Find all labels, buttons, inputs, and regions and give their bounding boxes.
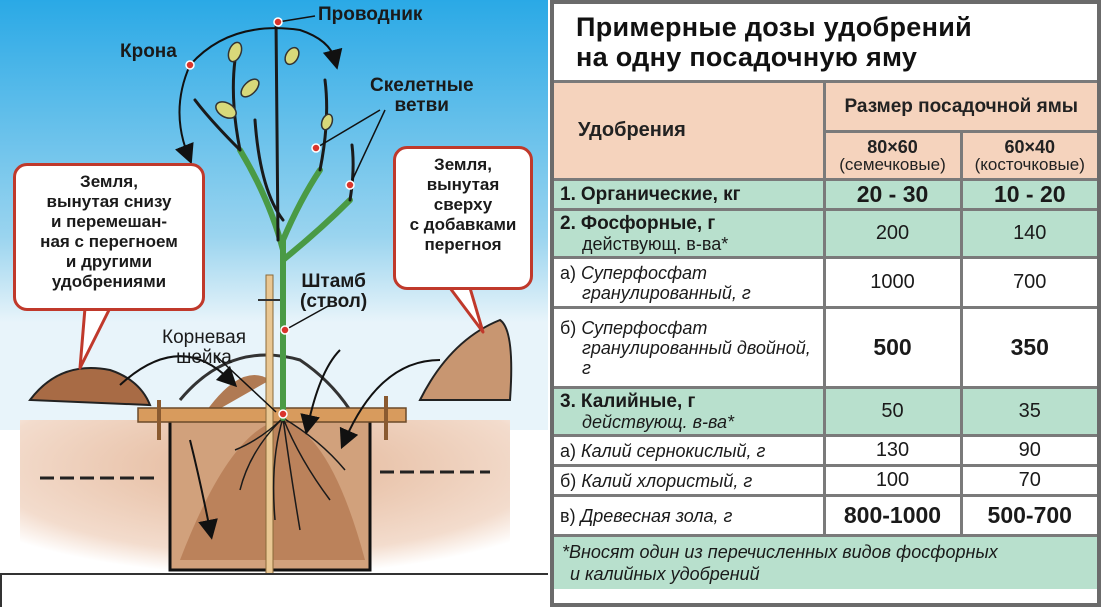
value-stone: 140 bbox=[959, 208, 1097, 259]
table-title: Примерные дозы удобрений на одну посадоч… bbox=[576, 12, 972, 72]
fertilizer-table: Удобрения Размер посадочной ямы 80×60 (с… bbox=[554, 80, 1097, 589]
header-col-stone: 60×40 (косточковые) bbox=[959, 130, 1097, 181]
row-label: б) Калий хлористый, г bbox=[554, 464, 826, 497]
right-soil-mound bbox=[418, 318, 513, 401]
callout-bottom-soil: Земля, вынутая снизу и перемешан- ная с … bbox=[13, 163, 205, 311]
value-stone: 500-700 bbox=[959, 494, 1097, 537]
value-pome: 20 - 30 bbox=[822, 178, 963, 211]
fertilizer-panel: Примерные дозы удобрений на одну посадоч… bbox=[550, 0, 1101, 607]
label-crown: Крона bbox=[120, 41, 177, 62]
row-label: в) Древесная зола, г bbox=[554, 494, 826, 537]
value-stone: 90 bbox=[959, 434, 1097, 467]
value-pome: 200 bbox=[822, 208, 963, 259]
label-trunk: Штамб (ствол) bbox=[300, 271, 368, 312]
label-conductor: Проводник bbox=[318, 4, 423, 25]
value-stone: 35 bbox=[959, 386, 1097, 437]
blank-box bbox=[0, 573, 548, 607]
header-fertilizers: Удобрения bbox=[554, 80, 826, 181]
value-pome: 100 bbox=[822, 464, 963, 497]
label-root-collar: Корневая шейка bbox=[162, 327, 246, 368]
roots bbox=[234, 417, 346, 531]
label-skeletal-branches: Скелетные ветви bbox=[370, 75, 474, 116]
markers bbox=[185, 17, 355, 419]
value-pome: 50 bbox=[822, 386, 963, 437]
value-stone: 10 - 20 bbox=[959, 178, 1097, 211]
value-pome: 800-1000 bbox=[822, 494, 963, 537]
crown-arc bbox=[189, 27, 343, 70]
callout-top-soil: Земля, вынутая сверху с добавками перегн… bbox=[393, 146, 533, 290]
row-label: а) Калий сернокислый, г bbox=[554, 434, 826, 467]
value-pome: 130 bbox=[822, 434, 963, 467]
left-soil-mound bbox=[28, 367, 152, 407]
tree-branches bbox=[193, 18, 355, 242]
header-pit-size: Размер посадочной ямы bbox=[822, 80, 1097, 133]
support-stake bbox=[265, 274, 274, 576]
value-stone: 700 bbox=[959, 256, 1097, 309]
value-pome: 500 bbox=[822, 306, 963, 389]
header-col-pome: 80×60 (семечковые) bbox=[824, 130, 963, 181]
footnote: *Вносят один из перечисленных видов фосф… bbox=[554, 534, 1097, 589]
value-stone: 70 bbox=[959, 464, 1097, 497]
value-pome: 1000 bbox=[822, 256, 963, 309]
value-stone: 350 bbox=[959, 306, 1097, 389]
leaves bbox=[215, 41, 334, 131]
row-label: 1. Органические, кг bbox=[554, 178, 826, 211]
planting-illustration bbox=[0, 0, 548, 576]
planting-diagram: Проводник Крона Скелетные ветви Штамб (с… bbox=[0, 0, 548, 607]
